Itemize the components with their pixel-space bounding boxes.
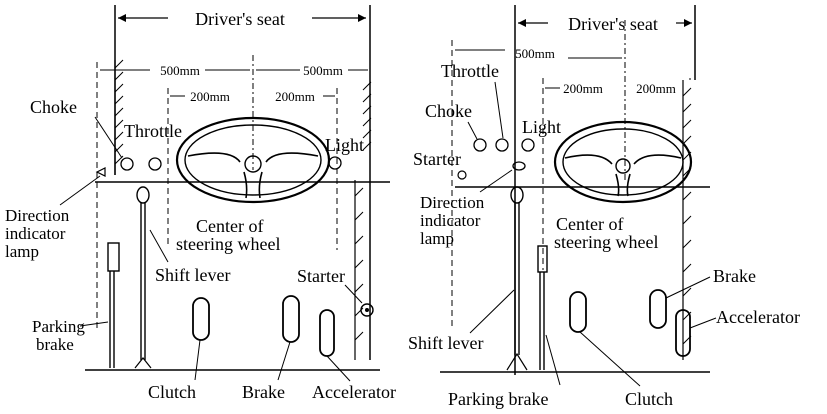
- left-dim-200-left: 200mm: [190, 89, 230, 104]
- right-brake-label: Brake: [713, 266, 756, 286]
- left-starter-label: Starter: [297, 266, 345, 286]
- left-choke-label: Choke: [30, 97, 77, 117]
- right-dim-200-right: 200mm: [636, 81, 676, 96]
- right-steering-wheel: [553, 120, 693, 204]
- left-throttle-knob: [148, 157, 162, 171]
- left-shift-lever-label: Shift lever: [155, 265, 230, 285]
- left-parking-brake: [107, 242, 120, 368]
- right-light-label: Light: [522, 117, 561, 137]
- left-hatched-wall: [114, 59, 372, 360]
- left-starter-button: [360, 303, 374, 317]
- right-shift-lever: [506, 186, 528, 371]
- right-direction-label-1: Direction: [420, 193, 485, 212]
- right-dim-500: 500mm: [515, 46, 555, 61]
- left-accelerator-label: Accelerator: [312, 382, 396, 402]
- right-accelerator-pedal: [675, 309, 691, 357]
- left-steering-wheel: [175, 116, 331, 204]
- left-brake-label: Brake: [242, 382, 285, 402]
- left-throttle-label: Throttle: [124, 121, 182, 141]
- right-direction-label-3: lamp: [420, 229, 454, 248]
- left-clutch-pedal: [192, 297, 210, 341]
- right-clutch-pedal: [569, 291, 587, 333]
- left-center-steering-label-2: steering wheel: [176, 234, 280, 254]
- right-200-dimension: [542, 78, 691, 270]
- left-layout: Driver's seat 500mm 500mm 200mm 200mm: [5, 5, 396, 402]
- left-accelerator-pedal: [319, 309, 335, 357]
- right-clutch-label: Clutch: [625, 389, 673, 409]
- right-throttle-label: Throttle: [441, 61, 499, 81]
- left-light-knob: [328, 156, 342, 170]
- right-direction-indicator-icon: [512, 161, 526, 171]
- left-clutch-label: Clutch: [148, 382, 196, 402]
- left-light-label: Light: [325, 135, 364, 155]
- right-center-steering-label-1: Center of: [556, 214, 623, 234]
- right-parking-brake: [537, 245, 548, 370]
- right-brake-pedal: [649, 289, 667, 329]
- right-hatched-wall: [682, 80, 692, 360]
- right-drivers-seat-label: Driver's seat: [568, 14, 658, 34]
- right-500-dimension: [451, 20, 626, 330]
- right-center-steering-label-2: steering wheel: [554, 232, 658, 252]
- left-500-dimension: [96, 55, 368, 330]
- left-dim-500-right: 500mm: [303, 63, 343, 78]
- right-starter-knob: [457, 170, 467, 180]
- left-direction-label-3: lamp: [5, 242, 39, 261]
- right-direction-label-2: indicator: [420, 211, 481, 230]
- right-shift-lever-label: Shift lever: [408, 333, 483, 353]
- right-starter-label: Starter: [413, 149, 461, 169]
- right-accelerator-label: Accelerator: [716, 307, 800, 327]
- right-parking-brake-label: Parking brake: [448, 389, 548, 409]
- left-direction-indicator-icon: [95, 167, 106, 177]
- left-dim-200-right: 200mm: [275, 89, 315, 104]
- left-choke-knob: [120, 157, 134, 171]
- right-throttle-knob: [495, 138, 509, 152]
- left-brake-pedal: [282, 295, 300, 343]
- right-light-knob: [521, 138, 535, 152]
- left-parking-label-1: Parking: [32, 317, 85, 336]
- left-direction-label-1: Direction: [5, 206, 70, 225]
- left-drivers-seat-label: Driver's seat: [195, 9, 285, 29]
- left-direction-label-2: indicator: [5, 224, 66, 243]
- left-center-steering-label-1: Center of: [196, 216, 263, 236]
- right-choke-knob: [473, 138, 487, 152]
- right-dim-200-left: 200mm: [563, 81, 603, 96]
- left-dim-500-left: 500mm: [160, 63, 200, 78]
- left-parking-label-2: brake: [36, 335, 74, 354]
- left-shift-lever: [134, 186, 152, 369]
- right-layout: Driver's seat 500mm 200mm 200mm: [408, 5, 800, 409]
- right-choke-label: Choke: [425, 101, 472, 121]
